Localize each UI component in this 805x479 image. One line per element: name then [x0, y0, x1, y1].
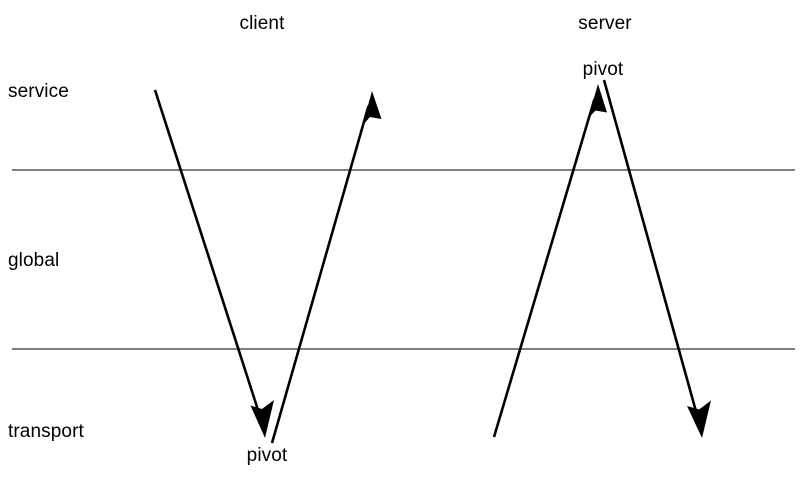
server-ascend-arrowhead: [588, 84, 607, 119]
layer-label-global: global: [8, 250, 60, 271]
client-descend-shaft: [153, 89, 264, 425]
client-ascend-shaft: [270, 105, 370, 444]
server-descend-arrowhead: [687, 400, 711, 438]
pivot-label-server: pivot: [582, 59, 624, 80]
client-descend-arrow: [153, 89, 274, 438]
layer-label-service: service: [8, 81, 69, 102]
server-descend-shaft: [602, 79, 701, 425]
layer-label-transport: transport: [8, 421, 84, 442]
server-descend-arrow: [602, 79, 711, 438]
client-descend-arrowhead: [250, 400, 274, 438]
client-ascend-arrow: [270, 91, 382, 444]
client-ascend-arrowhead: [362, 91, 382, 126]
column-header-server: server: [578, 13, 632, 34]
column-header-client: client: [239, 13, 285, 34]
server-ascend-arrow: [492, 84, 607, 438]
server-ascend-shaft: [492, 98, 596, 438]
pivot-label-client: pivot: [246, 445, 288, 466]
